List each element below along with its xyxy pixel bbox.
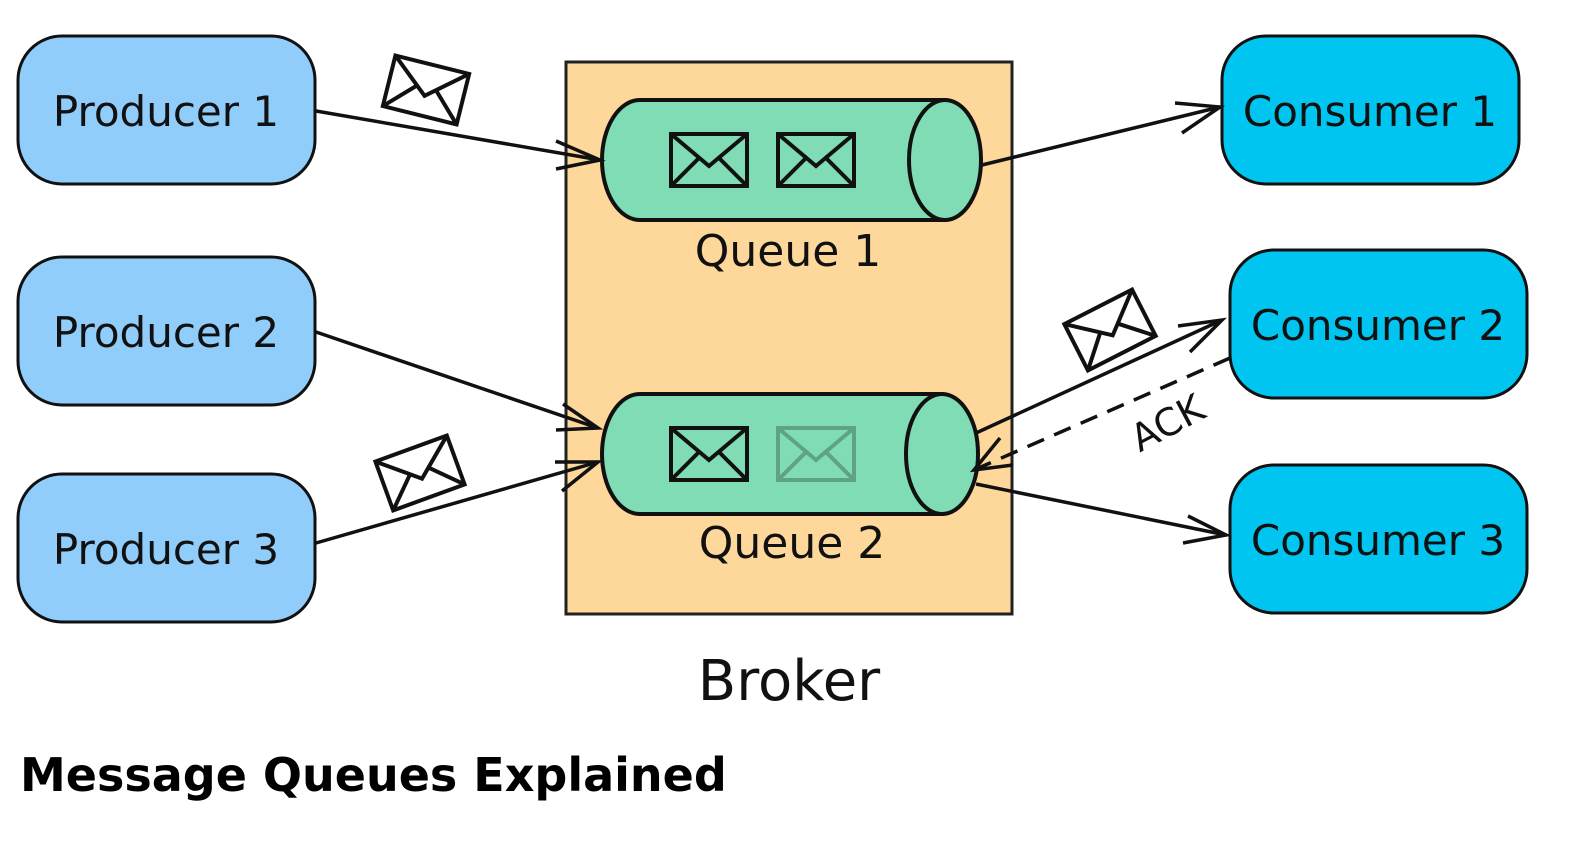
queue-2 — [600, 392, 980, 516]
consumer-2-label: Consumer 2 — [1251, 301, 1505, 350]
queue-1-end-cap — [907, 98, 983, 222]
queue-2-end-cap — [904, 392, 980, 516]
queue-1 — [600, 98, 983, 222]
consumer-2-node: Consumer 2 — [1228, 248, 1529, 400]
arrow-queue-1-to-consumer-1 — [981, 101, 1226, 167]
queue-2-body — [600, 392, 944, 516]
consumer-1-label: Consumer 1 — [1243, 87, 1497, 136]
diagram-title: Message Queues Explained — [20, 748, 727, 802]
consumer-3-label: Consumer 3 — [1251, 516, 1505, 565]
producer-1-label: Producer 1 — [53, 87, 279, 136]
producer-2-label: Producer 2 — [53, 308, 279, 357]
producer-1-node: Producer 1 — [16, 34, 317, 186]
producer-2-node: Producer 2 — [16, 255, 317, 407]
arrow-producer-3-to-queue-2 — [315, 460, 603, 545]
consumer-3-node: Consumer 3 — [1228, 463, 1529, 615]
queue-1-label: Queue 1 — [695, 226, 882, 277]
producer-3-node: Producer 3 — [16, 472, 317, 624]
consumer-1-node: Consumer 1 — [1220, 34, 1521, 186]
queue-1-body — [600, 98, 947, 222]
broker-label: Broker — [698, 649, 881, 714]
envelope-in-transit-producer-1-icon — [380, 53, 472, 127]
ack-label: ACK — [1123, 385, 1212, 460]
envelope-in-transit-producer-3-icon — [373, 433, 467, 513]
queue-2-label: Queue 2 — [699, 518, 886, 569]
arrow-queue-2-to-consumer-3 — [975, 482, 1232, 545]
arrow-producer-1-to-queue-1 — [315, 109, 606, 171]
producer-3-label: Producer 3 — [53, 525, 279, 574]
arrow-producer-2-to-queue-2 — [315, 330, 604, 432]
arrow-ack-consumer-2-to-queue-2 — [969, 356, 1231, 473]
arrow-queue-2-to-consumer-2 — [975, 317, 1227, 435]
